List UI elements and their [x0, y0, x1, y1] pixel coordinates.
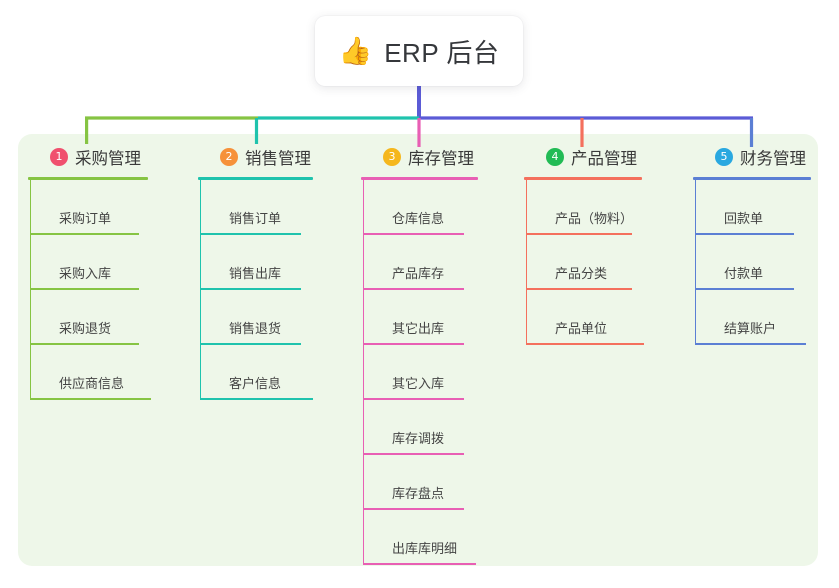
list-item-underline — [31, 343, 139, 345]
list-item[interactable]: 出库库明细 — [364, 510, 478, 565]
list-item[interactable]: 销售出库 — [201, 235, 313, 290]
list-item-label: 销售出库 — [229, 266, 282, 281]
list-item-underline — [201, 233, 301, 235]
branch-index-badge: 5 — [715, 148, 733, 166]
branch-column-3: 3 库存管理仓库信息产品库存其它出库其它入库库存调拨库存盘点出库库明细 — [361, 144, 478, 565]
list-item-underline — [364, 343, 464, 345]
list-item-underline — [31, 288, 139, 290]
branch-item-list: 仓库信息产品库存其它出库其它入库库存调拨库存盘点出库库明细 — [363, 180, 478, 565]
list-item-label: 采购入库 — [59, 266, 112, 281]
branch-title: 采购管理 — [75, 150, 141, 168]
list-item-underline — [31, 233, 139, 235]
list-item-underline — [527, 343, 644, 345]
branch-index-badge: 3 — [383, 148, 401, 166]
root-node-card[interactable]: 👍 ERP 后台 — [315, 16, 523, 86]
list-item[interactable]: 销售订单 — [201, 180, 313, 235]
list-item[interactable]: 其它出库 — [364, 290, 478, 345]
list-item-label: 库存调拨 — [392, 431, 445, 446]
list-item-label: 产品单位 — [555, 321, 608, 336]
list-item-label: 回款单 — [724, 211, 764, 226]
list-item-label: 采购订单 — [59, 211, 112, 226]
list-item-label: 销售订单 — [229, 211, 282, 226]
list-item-underline — [696, 343, 806, 345]
list-item-label: 产品（物料） — [555, 211, 634, 226]
branch-title: 财务管理 — [740, 150, 806, 168]
list-item-underline — [364, 508, 464, 510]
branch-underline — [198, 177, 313, 180]
list-item-label: 销售退货 — [229, 321, 282, 336]
list-item-underline — [364, 288, 464, 290]
list-item-underline — [364, 453, 464, 455]
list-item-underline — [31, 398, 151, 400]
list-item[interactable]: 产品（物料） — [527, 180, 642, 235]
branch-column-5: 5 财务管理回款单付款单结算账户 — [693, 144, 811, 345]
list-item-label: 客户信息 — [229, 376, 282, 391]
list-item[interactable]: 仓库信息 — [364, 180, 478, 235]
branch-underline — [28, 177, 148, 180]
page-title: ERP 后台 — [384, 37, 500, 68]
list-item-underline — [201, 288, 301, 290]
branch-item-list: 采购订单采购入库采购退货供应商信息 — [30, 180, 151, 400]
branch-header-3[interactable]: 3 库存管理 — [361, 144, 478, 170]
list-item[interactable]: 回款单 — [696, 180, 811, 235]
list-item[interactable]: 其它入库 — [364, 345, 478, 400]
list-item-underline — [201, 343, 301, 345]
list-item-label: 其它出库 — [392, 321, 445, 336]
list-item-label: 供应商信息 — [59, 376, 125, 391]
list-item-label: 结算账户 — [724, 321, 777, 336]
branch-header-5[interactable]: 5 财务管理 — [693, 144, 811, 170]
branch-title: 产品管理 — [571, 150, 637, 168]
branch-item-list: 销售订单销售出库销售退货客户信息 — [200, 180, 313, 400]
list-item-underline — [201, 398, 313, 400]
list-item[interactable]: 采购退货 — [31, 290, 148, 345]
branch-underline — [524, 177, 642, 180]
list-item[interactable]: 采购入库 — [31, 235, 148, 290]
list-item-label: 库存盘点 — [392, 486, 445, 501]
list-item[interactable]: 销售退货 — [201, 290, 313, 345]
list-item[interactable]: 产品分类 — [527, 235, 642, 290]
thumbs-up-icon: 👍 — [338, 35, 373, 66]
branch-item-list: 产品（物料） 产品分类产品单位 — [526, 180, 644, 345]
list-item-underline — [364, 233, 464, 235]
branch-column-1: 1 采购管理采购订单采购入库采购退货供应商信息 — [28, 144, 151, 400]
branch-column-2: 2 销售管理销售订单销售出库销售退货客户信息 — [198, 144, 313, 400]
list-item-label: 产品分类 — [555, 266, 608, 281]
branch-header-1[interactable]: 1 采购管理 — [28, 144, 148, 170]
branch-header-2[interactable]: 2 销售管理 — [198, 144, 313, 170]
list-item-underline — [527, 288, 632, 290]
list-item[interactable]: 采购订单 — [31, 180, 148, 235]
list-item[interactable]: 结算账户 — [696, 290, 811, 345]
list-item[interactable]: 供应商信息 — [31, 345, 151, 400]
list-item-underline — [364, 398, 464, 400]
list-item[interactable]: 付款单 — [696, 235, 811, 290]
list-item-underline — [527, 233, 632, 235]
list-item[interactable]: 客户信息 — [201, 345, 313, 400]
branch-index-badge: 2 — [220, 148, 238, 166]
branch-underline — [693, 177, 811, 180]
list-item-label: 付款单 — [724, 266, 764, 281]
branch-column-4: 4 产品管理产品（物料） 产品分类产品单位 — [524, 144, 644, 345]
list-item-label: 其它入库 — [392, 376, 445, 391]
list-item[interactable]: 库存盘点 — [364, 455, 478, 510]
branch-header-4[interactable]: 4 产品管理 — [524, 144, 642, 170]
list-item-label: 产品库存 — [392, 266, 445, 281]
branch-title: 销售管理 — [245, 150, 311, 168]
list-item-underline — [696, 233, 794, 235]
branch-underline — [361, 177, 478, 180]
list-item-underline — [364, 563, 476, 565]
list-item[interactable]: 库存调拨 — [364, 400, 478, 455]
branch-item-list: 回款单付款单结算账户 — [695, 180, 811, 345]
list-item[interactable]: 产品单位 — [527, 290, 644, 345]
list-item[interactable]: 产品库存 — [364, 235, 478, 290]
diagram-panel — [18, 134, 818, 566]
branch-title: 库存管理 — [408, 150, 474, 168]
branch-index-badge: 4 — [546, 148, 564, 166]
list-item-label: 出库库明细 — [392, 541, 458, 556]
list-item-label: 仓库信息 — [392, 211, 445, 226]
list-item-label: 采购退货 — [59, 321, 112, 336]
branch-index-badge: 1 — [50, 148, 68, 166]
list-item-underline — [696, 288, 794, 290]
